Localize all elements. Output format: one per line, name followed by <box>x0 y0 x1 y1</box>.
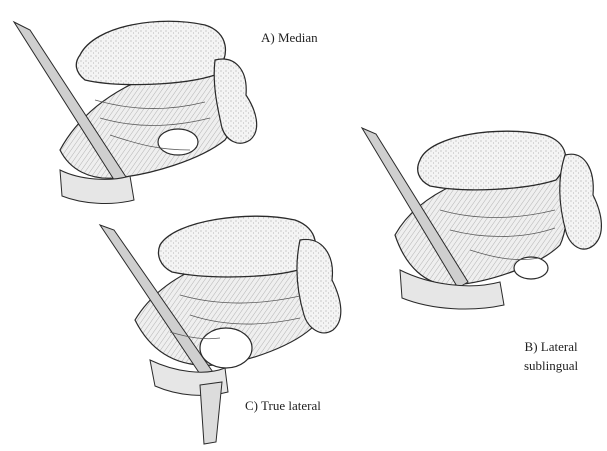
figure-a-swelling <box>158 129 198 155</box>
figure-a-median <box>14 21 257 203</box>
label-b-lateral-sublingual: B) Lateral sublingual <box>524 338 578 376</box>
label-c-true-lateral: C) True lateral <box>245 397 321 416</box>
label-b-line2: sublingual <box>524 357 578 376</box>
figure-a-tongue <box>76 21 225 84</box>
figure-b-lateral-sublingual <box>362 128 601 309</box>
figure-c-swelling <box>200 328 252 368</box>
figure-b-mandible <box>560 154 602 249</box>
figure-b-tongue <box>418 131 566 190</box>
figure-b-swelling <box>514 257 548 279</box>
figure-c-tongue <box>159 216 316 277</box>
label-b-line1: B) Lateral <box>524 338 578 357</box>
label-a-median: A) Median <box>261 29 318 48</box>
figure-c-stalk <box>200 382 222 444</box>
